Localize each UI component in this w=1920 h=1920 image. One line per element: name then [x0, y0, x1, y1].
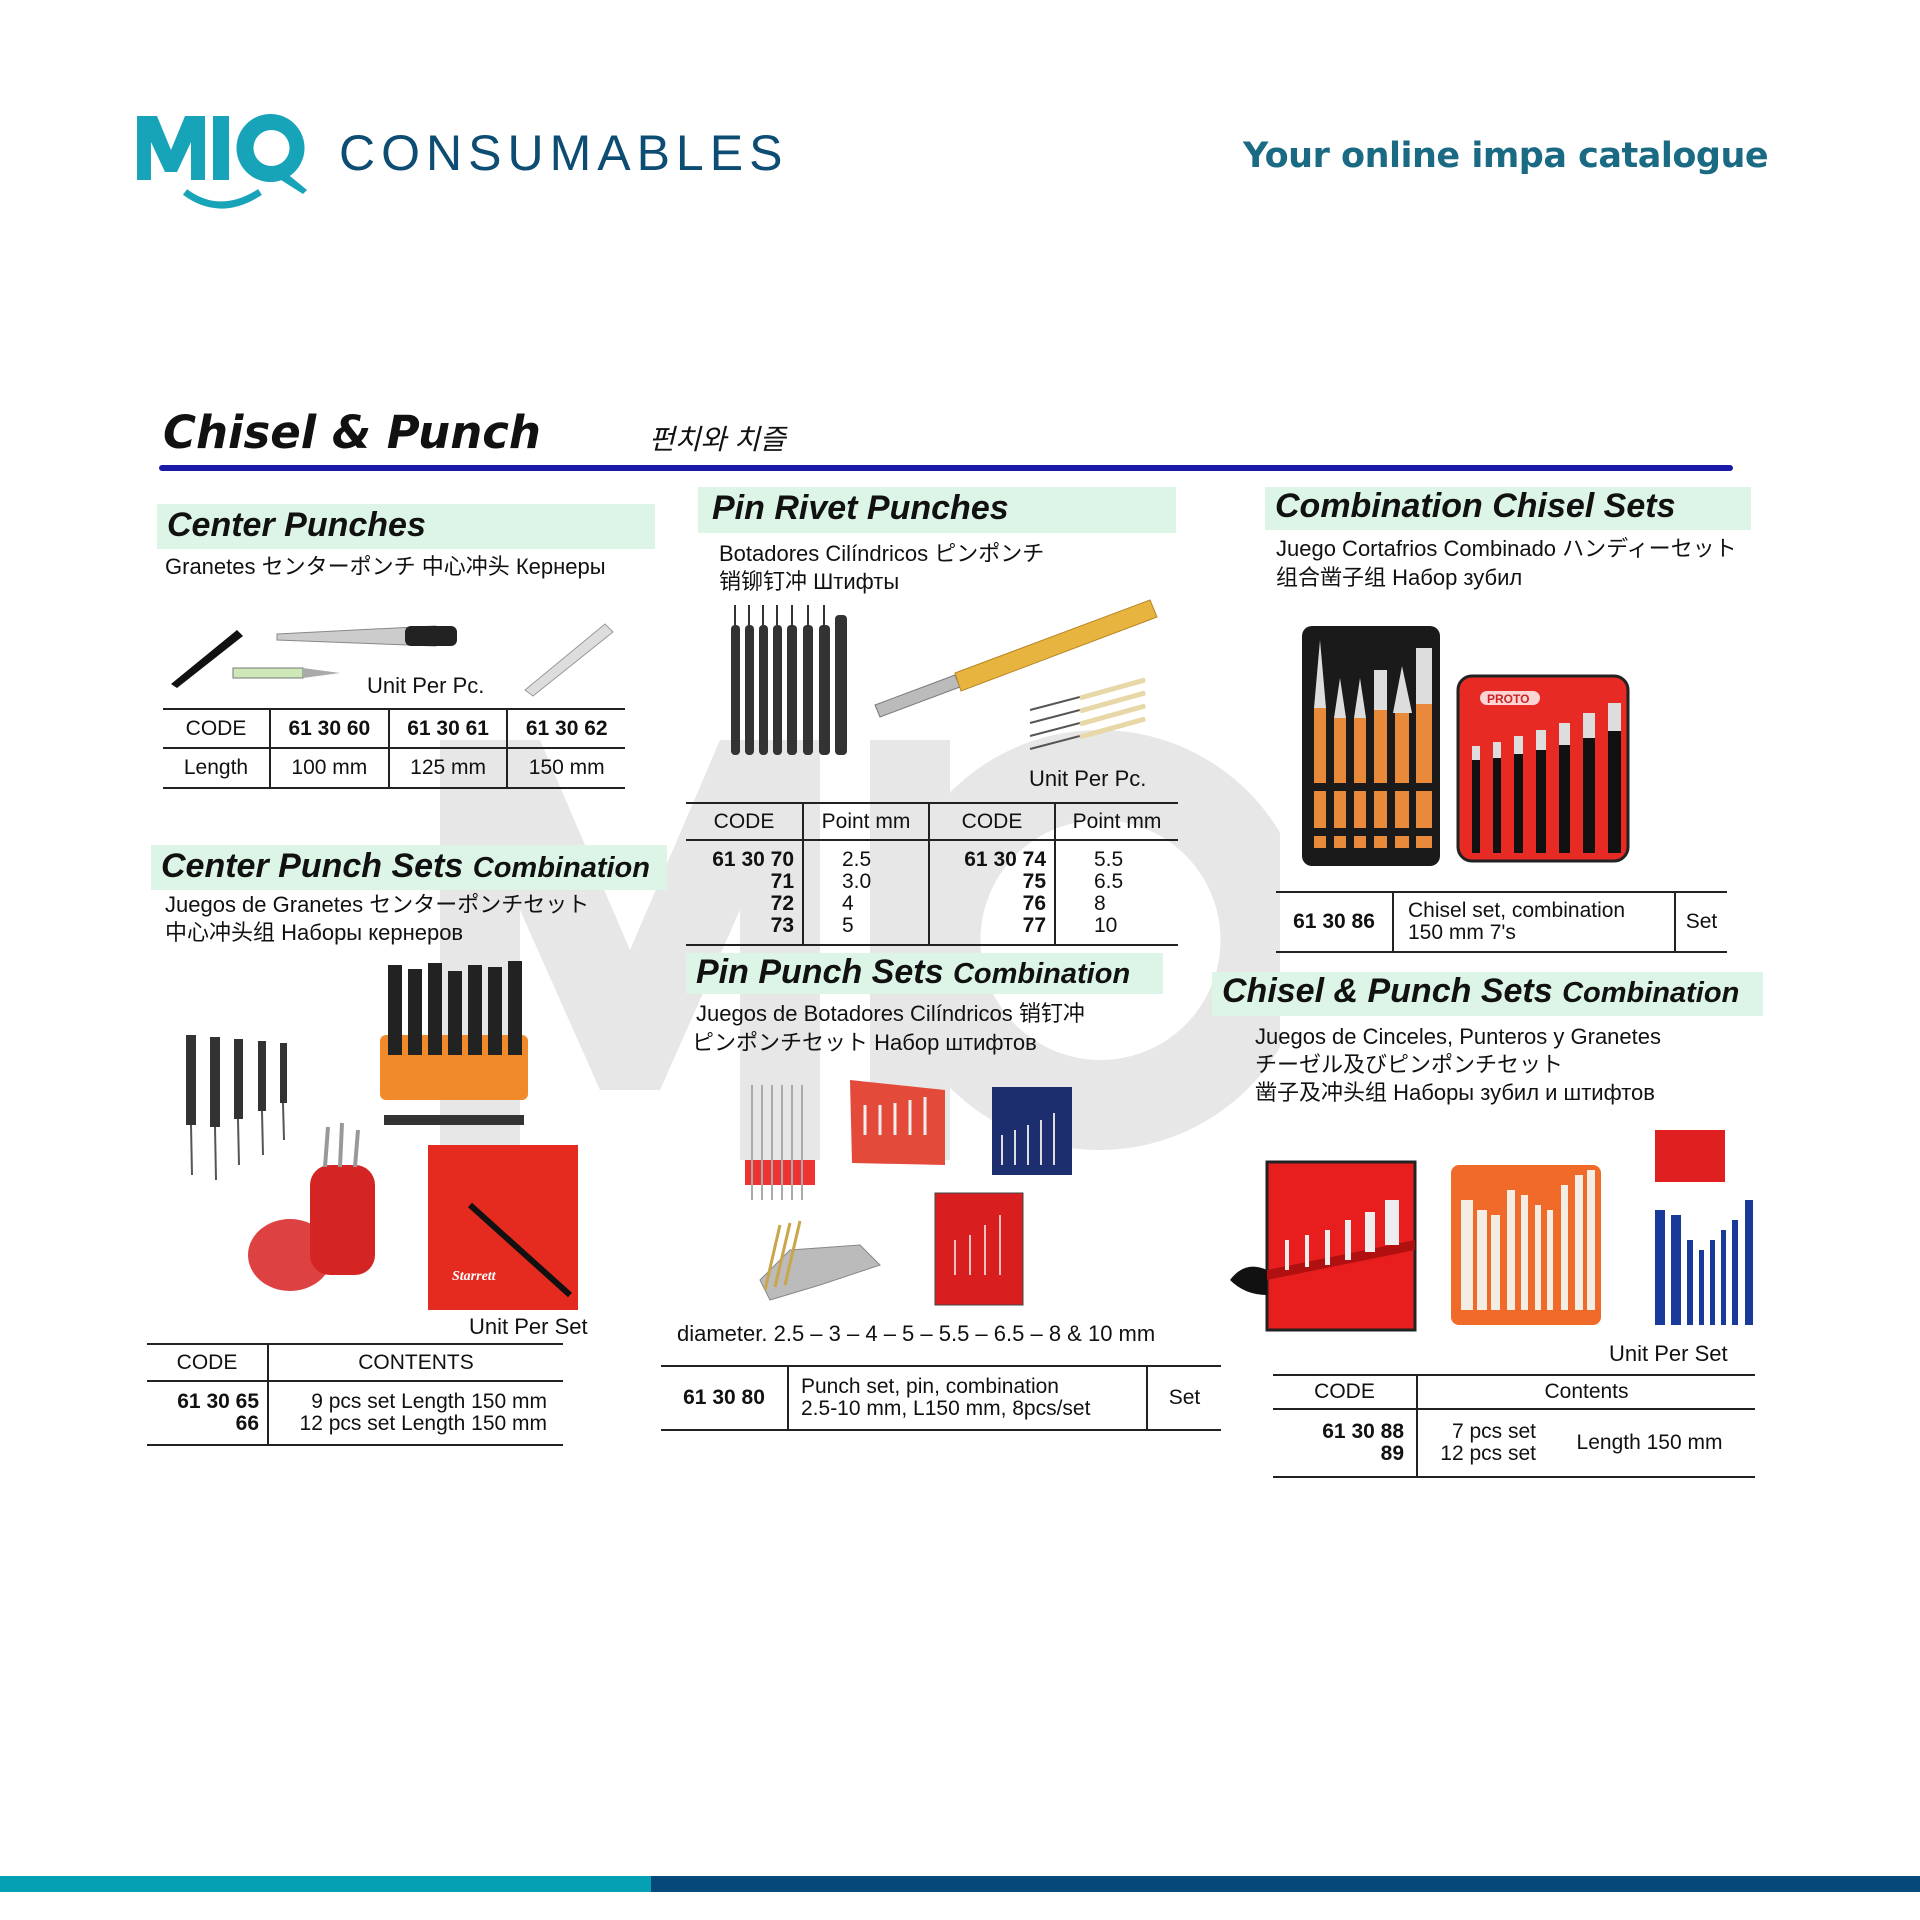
chisel-punch-sets-subtitle-3: 凿子及冲头组 Наборы зубил и штифтов [1255, 1080, 1655, 1105]
table-cell-codes: 61 30 65 66 [147, 1380, 268, 1446]
table-row: CODE Contents [1273, 1374, 1755, 1409]
center-punch-sets-table: CODE CONTENTS 61 30 65 66 9 pcs set Leng… [147, 1343, 563, 1446]
chisel-punch-sets-title-wrap: Chisel & Punch Sets Combination [1222, 972, 1739, 1011]
combination-chisel-sets-title: Combination Chisel Sets [1275, 487, 1676, 525]
combination-chisel-sets-subtitle-2: 组合凿子组 Набор зубил [1276, 565, 1523, 590]
pin-punch-sets-table: 61 30 80 Punch set, pin, combination 2.5… [661, 1365, 1221, 1431]
table-header: Contents [1416, 1374, 1755, 1409]
miq-logo-icon [137, 114, 307, 209]
center-punches-title: Center Punches [167, 506, 426, 544]
pin-rivet-punches-subtitle-1: Botadores Cilíndricos ピンポンチ [719, 541, 1045, 566]
table-cell-description: Punch set, pin, combination 2.5-10 mm, L… [787, 1365, 1147, 1431]
pin-punch-sets-header: Pin Punch Sets Combination [686, 953, 1163, 994]
center-punch-sets-image: Starrett [186, 961, 578, 1310]
center-punches-header: Center Punches [157, 504, 655, 549]
table-cell: Length [163, 747, 270, 789]
table-header: CODE [928, 802, 1055, 840]
brand-name: CONSUMABLES [339, 125, 789, 181]
page-title-korean: 펀치와 치즐 [649, 424, 786, 455]
table-cell: 61 30 61 [387, 708, 508, 748]
pin-punch-sets-subtitle-1: Juegos de Botadores Cilíndricos 销钉冲 [696, 1001, 1085, 1026]
table-row: 61 30 86 Chisel set, combination 150 mm … [1276, 891, 1727, 953]
pin-punch-sets-image [745, 1080, 1072, 1306]
table-cell: 100 mm [269, 747, 389, 789]
table-cell-codes: 61 30 88 89 [1273, 1408, 1417, 1478]
combination-chisel-sets-subtitle-1: Juego Cortafrios Combinado ハンディーセット [1276, 536, 1737, 561]
table-cell: 61 30 60 [269, 708, 389, 748]
pin-punch-sets-title: Pin Punch Sets [696, 953, 944, 991]
table-row: 61 30 70 71 72 73 2.5 3.0 4 5 61 30 74 7… [686, 839, 1178, 946]
title-rule [159, 465, 1733, 471]
chisel-punch-sets-title: Chisel & Punch Sets [1222, 972, 1553, 1010]
center-punch-sets-title-suffix: Combination [472, 852, 650, 884]
chisel-punch-sets-subtitle-1: Juegos de Cinceles, Punteros y Granetes [1255, 1024, 1662, 1049]
table-row: 61 30 80 Punch set, pin, combination 2.5… [661, 1365, 1221, 1431]
table-cell-contents: 9 pcs set Length 150 mm 12 pcs set Lengt… [267, 1380, 563, 1446]
table-cell: 61 30 62 [506, 708, 625, 748]
pin-rivet-punches-header: Pin Rivet Punches [698, 487, 1176, 533]
table-cell-points: 5.5 6.5 8 10 [1054, 839, 1178, 946]
page-title: Chisel & Punch [163, 406, 541, 459]
combination-chisel-sets-table: 61 30 86 Chisel set, combination 150 mm … [1276, 891, 1727, 953]
table-header: CONTENTS [267, 1343, 563, 1381]
chisel-punch-sets-title-suffix: Combination [1562, 977, 1740, 1009]
table-row: CODE 61 30 60 61 30 61 61 30 62 [163, 708, 625, 748]
table-header: Point mm [1054, 802, 1178, 840]
center-punch-sets-subtitle-2: 中心冲头组 Наборы кернеров [165, 920, 464, 945]
svg-text:Starrett: Starrett [452, 1269, 497, 1284]
table-cell-description: Chisel set, combination 150 mm 7's [1392, 891, 1675, 953]
center-punch-sets-header: Center Punch Sets Combination [151, 845, 667, 890]
table-header: CODE [1273, 1374, 1417, 1409]
table-cell-length: Length 150 mm [1544, 1408, 1755, 1478]
table-row: 61 30 65 66 9 pcs set Length 150 mm 12 p… [147, 1380, 563, 1446]
pin-punch-sets-title-wrap: Pin Punch Sets Combination [696, 953, 1130, 992]
table-cell-code: 61 30 86 [1276, 891, 1393, 953]
pin-rivet-punches-title: Pin Rivet Punches [712, 489, 1009, 527]
pin-rivet-punches-image [731, 599, 1158, 755]
table-row: 61 30 88 89 7 pcs set 12 pcs set Length … [1273, 1408, 1755, 1478]
pin-punch-sets-diameter-note: diameter. 2.5 – 3 – 4 – 5 – 5.5 – 6.5 – … [677, 1321, 1156, 1346]
table-cell: CODE [163, 708, 270, 748]
pin-punch-sets-title-suffix: Combination [952, 958, 1131, 990]
chisel-punch-sets-subtitle-2: チーゼル及びピンポンチセット [1255, 1052, 1564, 1077]
pin-punch-sets-subtitle-2: ピンポンチセット Набор штифтов [692, 1030, 1037, 1055]
footer-bar-navy [651, 1876, 1920, 1892]
table-cell-points: 2.5 3.0 4 5 [802, 839, 929, 946]
table-cell-unit: Set [1146, 1365, 1221, 1431]
chisel-punch-sets-table: CODE Contents 61 30 88 89 7 pcs set 12 p… [1273, 1374, 1755, 1478]
table-cell-unit: Set [1674, 891, 1727, 953]
center-punches-unit: Unit Per Pc. [367, 673, 485, 698]
center-punches-subtitle: Granetes センターポンチ 中心冲头 Кернеры [165, 554, 606, 579]
table-row: CODE Point mm CODE Point mm [686, 802, 1178, 840]
center-punch-sets-subtitle-1: Juegos de Granetes センターポンチセット [165, 892, 590, 917]
table-row: Length 100 mm 125 mm 150 mm [163, 747, 625, 789]
proto-label: PROTO [1487, 692, 1529, 706]
center-punch-sets-title: Center Punch Sets [161, 847, 464, 885]
center-punch-sets-unit: Unit Per Set [469, 1314, 588, 1339]
chisel-punch-sets-header: Chisel & Punch Sets Combination [1212, 972, 1763, 1016]
tagline: Your online impa catalogue [1243, 136, 1769, 176]
table-header: CODE [147, 1343, 268, 1381]
brand-logo[interactable]: CONSUMABLES [135, 110, 815, 210]
table-cell-codes: 61 30 74 75 76 77 [928, 839, 1055, 946]
table-cell-pcs: 7 pcs set 12 pcs set [1416, 1408, 1544, 1478]
center-punch-sets-title-wrap: Center Punch Sets Combination [161, 847, 650, 886]
table-cell-codes: 61 30 70 71 72 73 [686, 839, 803, 946]
table-row: CODE CONTENTS [147, 1343, 563, 1381]
footer-bar-teal [0, 1876, 651, 1892]
combination-chisel-sets-image: PROTO [1302, 626, 1630, 866]
table-cell-code: 61 30 80 [661, 1365, 788, 1431]
pin-rivet-punches-subtitle-2: 销铆钉冲 Штифты [719, 569, 900, 594]
pin-rivet-punches-table: CODE Point mm CODE Point mm 61 30 70 71 … [686, 802, 1178, 946]
pin-rivet-punches-unit: Unit Per Pc. [1029, 766, 1147, 791]
table-cell: 150 mm [506, 747, 625, 789]
table-cell: 125 mm [387, 747, 508, 789]
table-header: CODE [686, 802, 803, 840]
chisel-punch-sets-image [1230, 1130, 1753, 1332]
combination-chisel-sets-header: Combination Chisel Sets [1265, 487, 1751, 530]
table-header: Point mm [802, 802, 929, 840]
center-punches-table: CODE 61 30 60 61 30 61 61 30 62 Length 1… [163, 708, 625, 789]
center-punches-image [171, 623, 614, 697]
chisel-punch-sets-unit: Unit Per Set [1609, 1341, 1728, 1366]
